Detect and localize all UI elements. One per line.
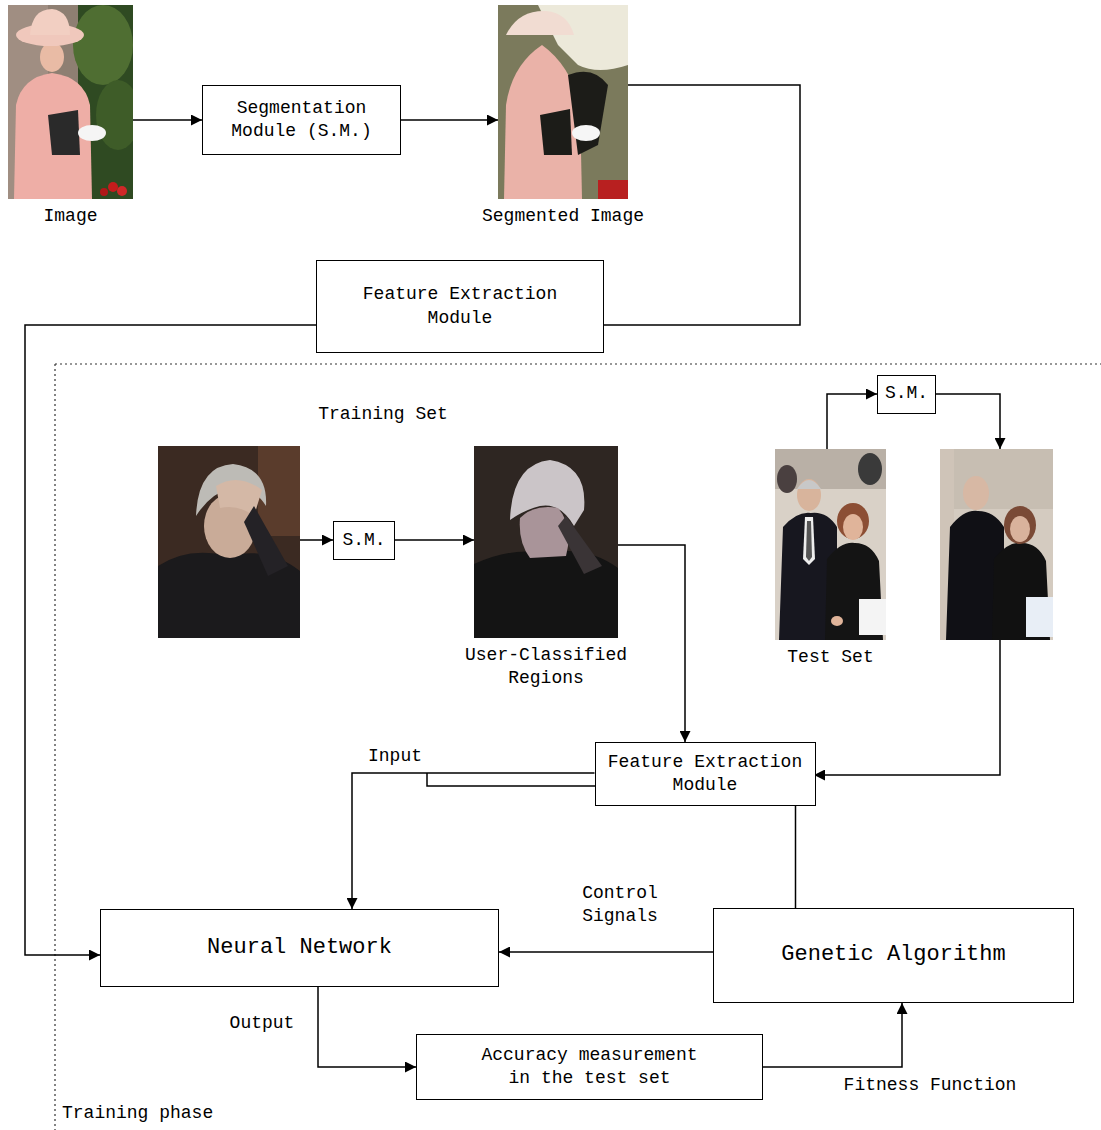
box-label: S.M. [342,529,385,552]
box-label: Accuracy measurement in the test set [470,1044,710,1091]
connector-arrow [401,119,498,121]
phase-boundary [54,364,55,1130]
photo-frame: Image [8,5,133,199]
image-caption: Segmented Image [482,205,644,228]
box-label: Neural Network [207,934,392,963]
box-text: Segmentation Module (S.M.) [212,97,392,144]
phase-boundary [55,363,1101,364]
photo-frame: Segmented Image [498,5,628,199]
process-box: Feature Extraction Module [595,742,816,806]
box-label: Segmentation Module (S.M.) [212,97,392,144]
training-photo [158,446,300,638]
process-box: S.M. [333,521,395,560]
box-label: S.M. [885,382,928,405]
segmented-test-photo [940,449,1053,640]
flow-wire [427,773,596,786]
connector-arrow [604,85,800,325]
connector-arrow [318,987,416,1067]
process-box: Neural Network [100,909,499,987]
box-text: S.M. [342,529,385,552]
box-text: Neural Network [207,934,392,963]
edge-label: Output [227,1012,298,1035]
test-photo [775,449,886,640]
image-caption: User-Classified Regions [456,644,636,691]
queen-photo [8,5,133,199]
note-label: Training phase [62,1102,213,1125]
note-label: Training Set [318,403,448,426]
connector-arrow [795,806,797,908]
box-text: S.M. [885,382,928,405]
connector-arrow [499,951,713,953]
box-label: Genetic Algorithm [781,941,1005,970]
photo-frame: User-Classified Regions [474,446,618,638]
box-label: Feature Extraction Module [602,751,808,798]
flow-wire [300,539,333,541]
photo-frame: Test Set [775,449,886,640]
process-box: Accuracy measurement in the test set [416,1034,763,1100]
edge-label: Fitness Function [841,1074,1020,1097]
user-classified-photo [474,446,618,638]
connector-arrow [352,773,595,909]
image-caption: Test Set [787,646,873,669]
connector-arrow [25,325,316,955]
process-box: Segmentation Module (S.M.) [202,85,401,155]
edge-label: Control Signals [562,882,678,929]
process-box: Feature Extraction Module [316,260,604,353]
box-label: Feature Extraction Module [326,283,594,330]
connector-arrow [395,539,474,541]
connector-arrow [827,394,877,449]
box-text: Genetic Algorithm [781,941,1005,970]
process-box: Genetic Algorithm [713,908,1074,1003]
image-caption: Image [43,205,97,228]
segmented-photo [498,5,628,199]
box-text: Accuracy measurement in the test set [470,1044,710,1091]
box-text: Feature Extraction Module [602,751,808,798]
box-text: Feature Extraction Module [326,283,594,330]
connector-arrow [763,1003,902,1067]
connector-arrow [133,119,202,121]
process-box: S.M. [877,375,936,414]
connector-arrow [618,545,685,742]
flow-wire [936,394,1000,449]
edge-label: Input [365,745,425,768]
